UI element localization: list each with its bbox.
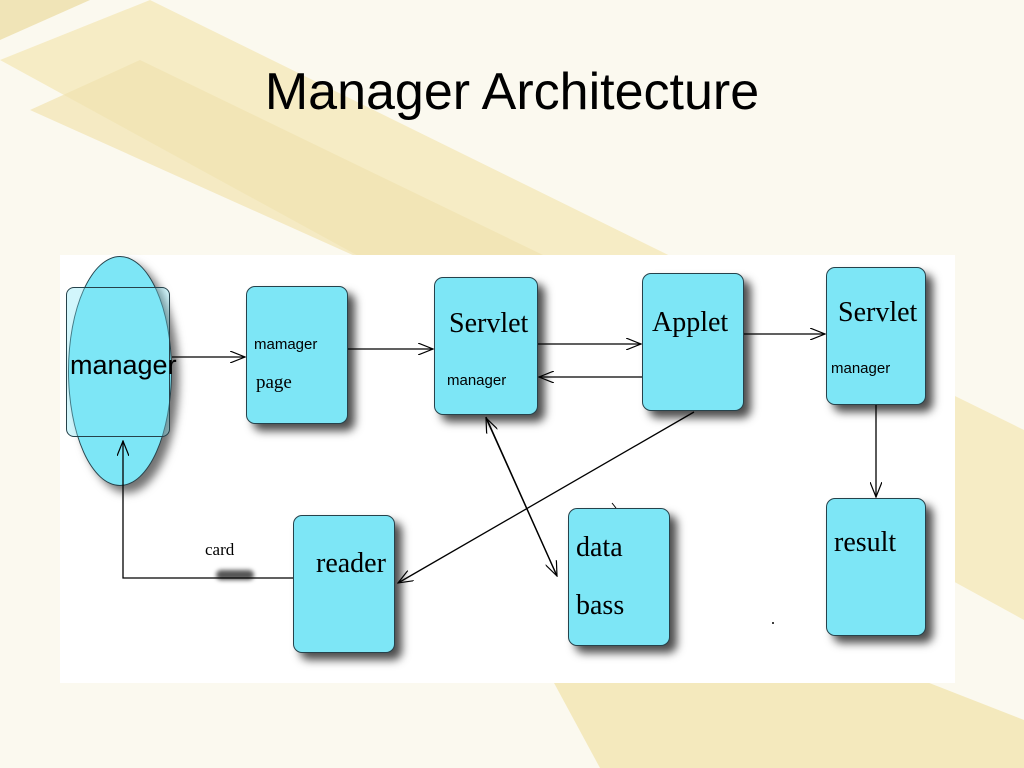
reader-node [293,515,395,653]
manager-page-node [246,286,348,424]
applet-node [642,273,744,411]
manager-node-label: manager [70,350,177,380]
servlet-1-sub: manager [447,372,507,389]
servlet-2-title: Servlet [838,297,918,328]
database-node [568,508,670,646]
database-label-line2: bass [576,590,625,621]
manager-page-label-line2: page [256,372,292,393]
card-marker [216,570,254,580]
reader-title: reader [316,548,386,579]
card-edge-label: card [205,540,235,559]
servlet-1-title: Servlet [449,308,529,339]
manager-page-label-line1: mamager [254,336,318,353]
slide-title: Manager Architecture [264,63,760,121]
result-node [826,498,926,636]
servlet-2-sub: manager [831,360,891,377]
servlet-node-1 [434,277,538,415]
manager-node-frame [66,287,170,437]
result-title: result [834,527,897,558]
database-label-line1: data [576,532,623,563]
servlet-node-2 [826,267,926,405]
applet-title: Applet [652,307,729,338]
